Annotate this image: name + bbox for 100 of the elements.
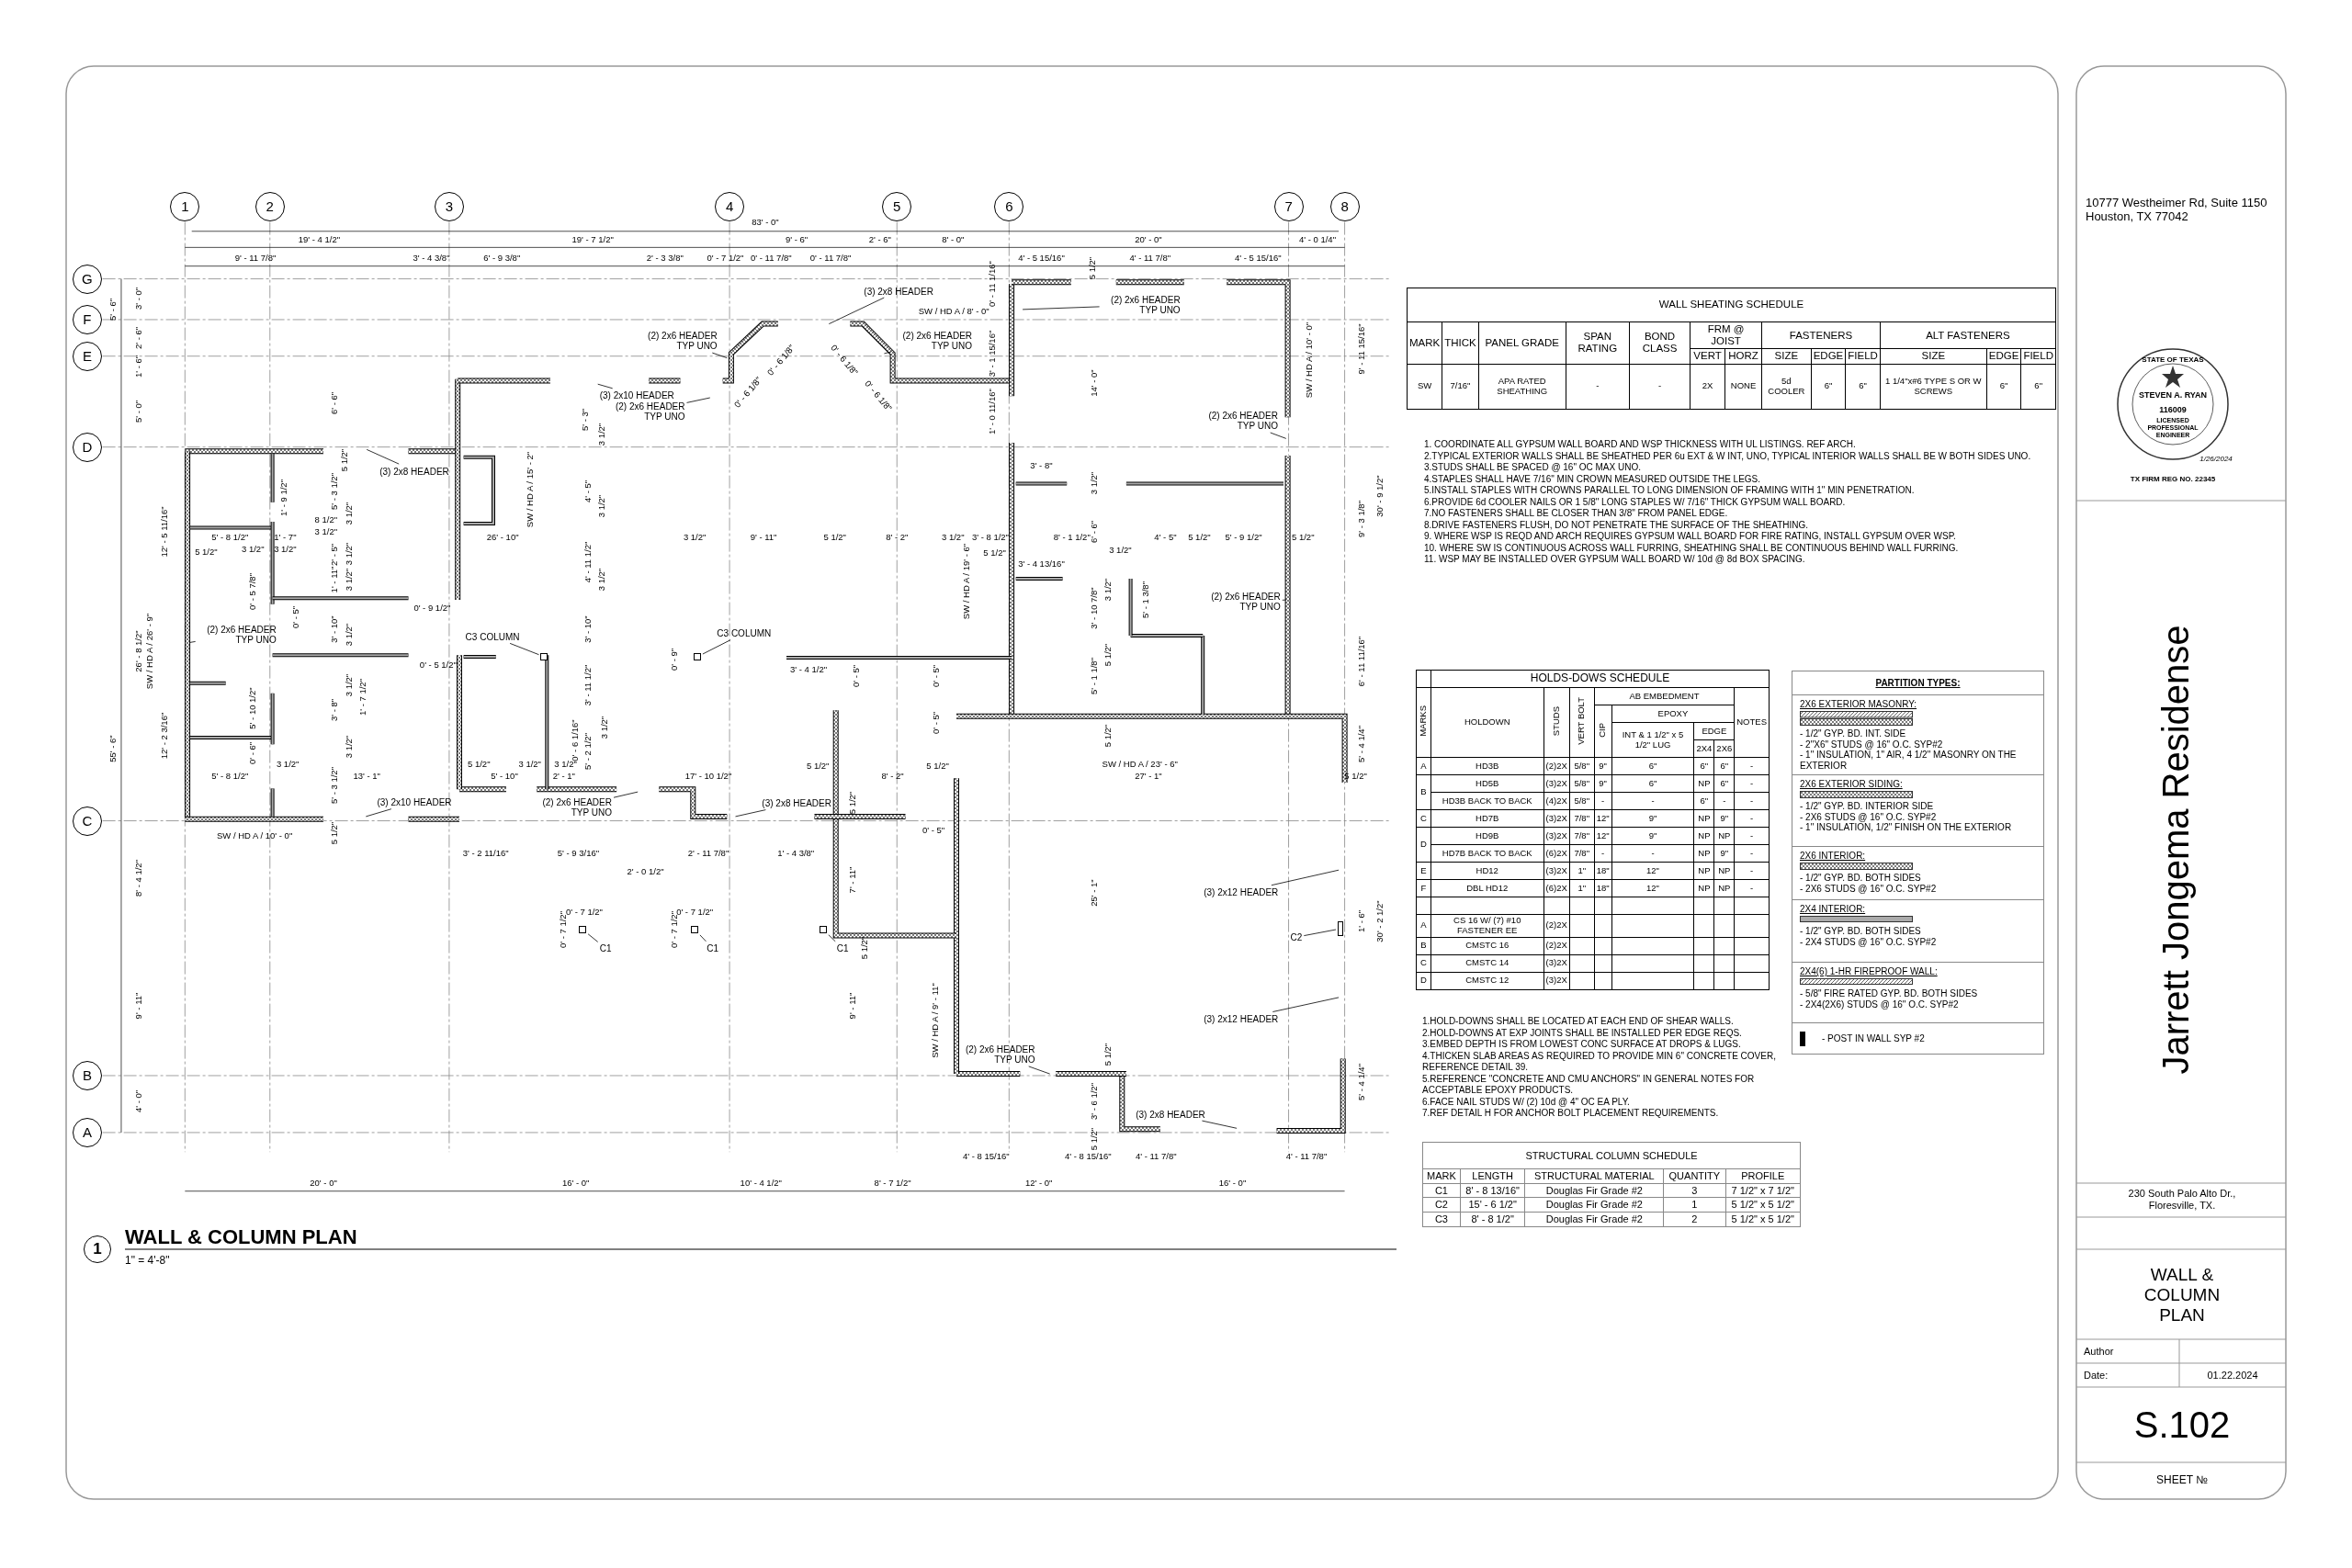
- callout-label: (3) 2x12 HEADER: [1204, 1013, 1279, 1024]
- leader-line: [702, 639, 731, 655]
- callout-label: C1: [599, 942, 612, 953]
- field-label: Date:: [2084, 1369, 2109, 1382]
- dimension-label: 3' - 4 3/8": [413, 254, 450, 264]
- table-cell: 15' - 6 1/2": [1460, 1197, 1525, 1213]
- dimension-label: 3' - 11 1/2": [582, 664, 593, 705]
- grid-bubble: 3: [434, 191, 464, 221]
- column-header: HOLDOWN: [1430, 687, 1544, 758]
- dimension-label: 5 1/2": [1344, 772, 1367, 782]
- table-cell: 18": [1594, 879, 1612, 897]
- leader-line: [366, 449, 400, 465]
- callout-label: C2: [1290, 931, 1303, 942]
- table-cell: B: [1416, 774, 1431, 810]
- dimension-label: 8' - 2": [881, 771, 904, 781]
- grid-bubble: C: [72, 806, 102, 836]
- dimension-label: 5 1/2": [1292, 532, 1315, 542]
- table-title: WALL SHEATING SCHEDULE: [1407, 288, 2056, 322]
- table-cell: 6": [1693, 792, 1714, 810]
- dimension-label: 55' - 6": [107, 735, 118, 762]
- dimension-label: 3 1/2": [1090, 471, 1099, 494]
- dimension-label: 5' - 1 3/8": [1141, 581, 1150, 619]
- table-cell: -: [1713, 792, 1735, 810]
- table-cell: D: [1416, 972, 1431, 990]
- view-number-bubble: 1: [84, 1235, 111, 1263]
- dimension-label: 9' - 6": [786, 235, 808, 244]
- spec-line: - 1/2" GYP. BD. BOTH SIDES: [1800, 873, 1922, 884]
- dimension-label: 5' - 0": [134, 400, 144, 423]
- dimension-label: SW / HD A / 8' - 0": [918, 306, 989, 316]
- dimension-label: 2' - 11 7/8": [687, 848, 729, 858]
- table-cell: -: [1734, 792, 1770, 810]
- dimension-label: 9' - 11": [134, 992, 144, 1020]
- table-cell: 9": [1594, 774, 1612, 793]
- callout-label: (3) 2x8 HEADER: [379, 466, 449, 477]
- note-text: 5.INSTALL STAPLES WITH CROWNS PARALLEL TO LONG DIMENSION OF FRAMING WITH 1" MIN PENETRATION.: [1424, 485, 1916, 497]
- table-cell: 18": [1594, 862, 1612, 880]
- leader-line: [1303, 929, 1337, 936]
- leader-line: [699, 934, 707, 942]
- dimension-label: 6' - 6": [1090, 521, 1099, 544]
- table-cell: CS 16 W/ (7) #10 FASTENER EE: [1430, 914, 1544, 938]
- dimension-label: 0' - 6 1/16": [571, 719, 580, 761]
- spec-line: - 2X4 STUDS @ 16" O.C. SYP#2: [1800, 936, 1938, 947]
- table-cell: 7/8": [1569, 809, 1595, 828]
- dimension-label: 4' - 0 1/4": [1298, 235, 1336, 244]
- table-cell: NP: [1693, 774, 1714, 793]
- dimension-label: 2' - 0 1/2": [627, 867, 664, 876]
- callout-label: (3) 2x10 HEADER: [377, 796, 452, 807]
- dimension-label: 6' - 9 3/8": [483, 254, 521, 264]
- grid-bubble: 4: [715, 191, 745, 221]
- grid-bubble: 5: [882, 191, 912, 221]
- dimension-label: 5' - 3 1/2": [330, 766, 339, 804]
- dimension-label: 0' - 5 7/8": [248, 572, 258, 610]
- dimension-label: 3 1/2": [600, 716, 609, 739]
- column-header: MARK: [1407, 321, 1442, 365]
- dimension-label: 13' - 1": [353, 771, 380, 781]
- dimension-label: SW / HD A / 10' - 0": [217, 831, 293, 840]
- dimension-label: 8' - 1 1/2": [1053, 532, 1091, 542]
- spec-line: - POST IN WALL SYP #2: [1822, 1032, 1925, 1044]
- dimension-label: 3' - 1 15/16": [988, 330, 997, 378]
- table-cell: 7/8": [1569, 844, 1595, 863]
- table-cell: -: [1734, 809, 1770, 828]
- dimension-label: 5 1/2": [468, 759, 491, 769]
- sheet-number: S.102: [2133, 1404, 2231, 1446]
- grid-bubble: F: [72, 304, 102, 334]
- table-cell: HD7B BACK TO BACK: [1430, 844, 1544, 863]
- dimension-label: 0' - 11 7/8": [751, 254, 792, 264]
- callout-label: (3) 2x10 HEADER: [599, 389, 674, 400]
- note-text: 1. COORDINATE ALL GYPSUM WALL BOARD AND WSP THICKNESS WITH UL LISTINGS. REF ARCH.: [1424, 439, 1857, 451]
- callout-label: (3) 2x12 HEADER: [1204, 886, 1279, 897]
- grid-bubble: G: [72, 264, 102, 294]
- dimension-label: 1' - 7 1/2": [357, 679, 368, 716]
- dimension-label: 2' - 1": [552, 771, 575, 781]
- dimension-label: 5 1/2": [823, 532, 846, 542]
- table-cell: C3: [1422, 1212, 1461, 1227]
- table-cell: SW: [1407, 364, 1442, 410]
- callout-label: (3) 2x8 HEADER: [1136, 1109, 1205, 1120]
- dimension-label: 5 1/2": [807, 761, 830, 772]
- dimension-label: 5' - 9 3/16": [557, 848, 600, 858]
- leader-line: [1271, 869, 1340, 886]
- table-cell: 9": [1713, 809, 1735, 828]
- table-cell: B: [1416, 937, 1431, 955]
- dimension-label: 27' - 1": [1135, 771, 1162, 781]
- leader-line: [711, 352, 728, 358]
- table-cell: 9": [1611, 827, 1694, 845]
- dimension-label: 3' - 8": [1030, 461, 1053, 470]
- table-cell: NP: [1693, 827, 1714, 845]
- column-header: AB EMBEDMENT: [1594, 687, 1735, 705]
- table-cell: 8' - 8 1/2": [1460, 1212, 1525, 1227]
- section-heading: 2X4(6) 1-HR FIREPROOF WALL:: [1800, 966, 1939, 976]
- spec-line: - 2X4(2X6) STUDS @ 16" O.C. SYP#2: [1800, 998, 1960, 1010]
- dimension-label: 4' - 8 15/16": [1065, 1152, 1112, 1161]
- dimension-label: 0' - 5": [922, 825, 945, 835]
- table-cell: HD12: [1430, 862, 1544, 880]
- dimension-label: 3 1/2": [276, 759, 300, 769]
- table-cell: -: [1594, 844, 1612, 863]
- column-header: VERT BOLT: [1569, 687, 1595, 758]
- table-cell: HD3B: [1430, 757, 1544, 775]
- table-cell: (6)2X: [1544, 844, 1570, 863]
- dimension-label: 0' - 5": [852, 665, 861, 688]
- callout-label: C1: [707, 942, 718, 953]
